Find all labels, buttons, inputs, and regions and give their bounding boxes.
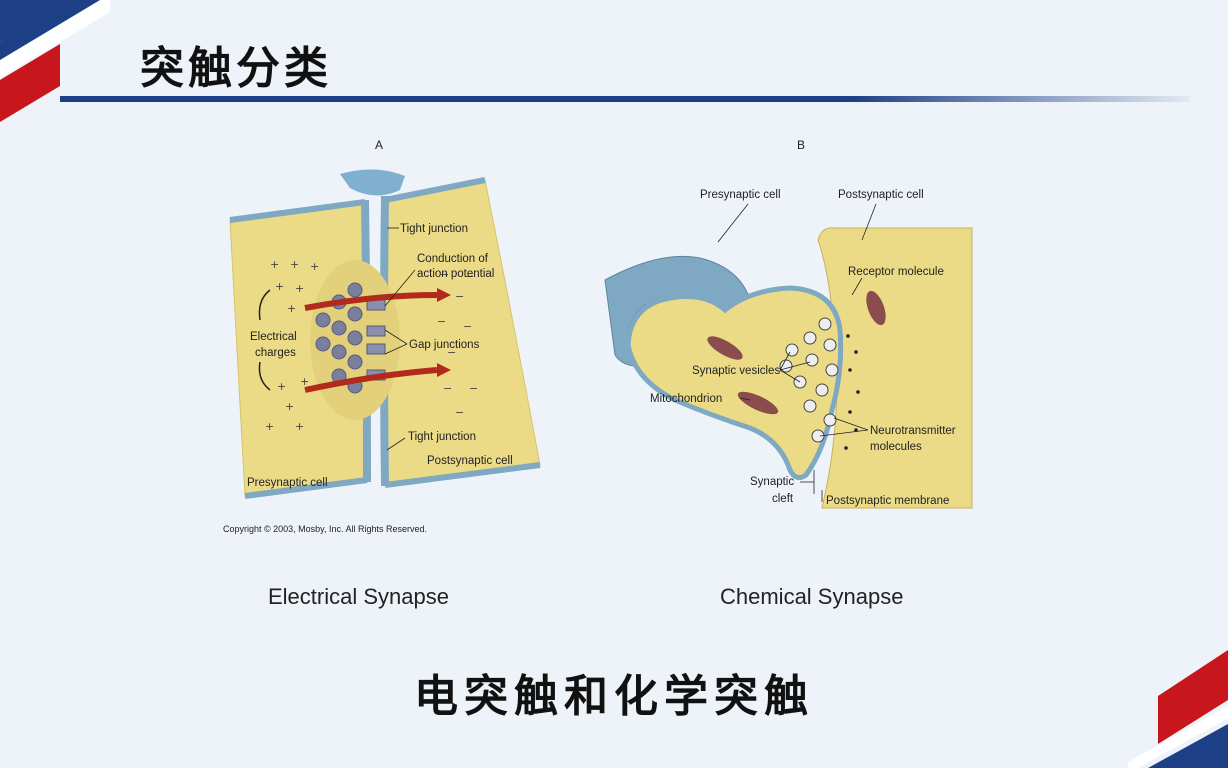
label-postsynaptic-cell: Postsynaptic cell [427,455,513,467]
label-postsynaptic-cell-b: Postsynaptic cell [838,189,924,201]
svg-text:−: − [443,382,452,395]
svg-text:+: + [295,420,304,433]
label-synaptic-cleft-line2: cleft [772,493,794,505]
label-mitochondrion: Mitochondrion [650,393,722,405]
label-tight-junction-top: Tight junction [400,223,468,235]
label-synaptic-cleft-line1: Synaptic [750,476,794,488]
svg-text:−: − [463,320,472,333]
label-presynaptic-cell: Presynaptic cell [247,477,328,489]
svg-text:+: + [285,400,294,413]
label-tight-junction-bottom: Tight junction [408,431,476,443]
label-postsynaptic-membrane: Postsynaptic membrane [826,495,949,507]
svg-text:−: − [455,290,464,303]
slide-title: 突触分类 [140,43,332,94]
label-neurotransmitter-line2: molecules [870,441,922,453]
label-synaptic-vesicles: Synaptic vesicles [692,365,780,377]
caption-electrical-synapse: Electrical Synapse [268,584,449,609]
svg-text:−: − [437,315,446,328]
corner-stripes-bottom-right [1128,650,1228,768]
label-conduction-line2: action potential [417,268,494,280]
svg-text:−: − [447,346,456,359]
title-underline [60,96,1190,102]
panel-label-b: B [797,138,805,152]
svg-text:−: − [469,382,478,395]
label-gap-junctions: Gap junctions [409,339,480,351]
label-neurotransmitter-line1: Neurotransmitter [870,425,956,437]
label-electrical-line1: Electrical [250,331,297,343]
chemical-synapse-diagram: B Presynaptic cell Postsynaptic cell [604,138,973,509]
svg-text:+: + [265,420,274,433]
svg-text:−: − [465,270,474,283]
svg-text:−: − [440,268,449,281]
label-conduction-line1: Conduction of [417,253,489,265]
svg-text:+: + [290,258,299,271]
svg-text:+: + [275,280,284,293]
svg-text:+: + [277,380,286,393]
svg-text:+: + [287,302,296,315]
panel-label-a: A [375,138,383,152]
svg-text:+: + [270,258,279,271]
electrical-synapse-diagram: A +++ +++ +++ ++ −−− −−− −−− [223,138,541,534]
svg-text:+: + [295,282,304,295]
label-receptor-molecule: Receptor molecule [848,266,944,278]
caption-chemical-synapse: Chemical Synapse [720,584,904,609]
svg-text:−: − [455,406,464,419]
svg-text:+: + [310,260,319,273]
corner-stripes-top-left [0,0,110,122]
label-electrical-line2: charges [255,347,296,359]
slide-subtitle: 电突触和化学突触 [414,671,814,722]
label-presynaptic-cell-b: Presynaptic cell [700,189,781,201]
svg-text:+: + [300,375,309,388]
copyright-notice: Copyright © 2003, Mosby, Inc. All Rights… [223,524,427,534]
